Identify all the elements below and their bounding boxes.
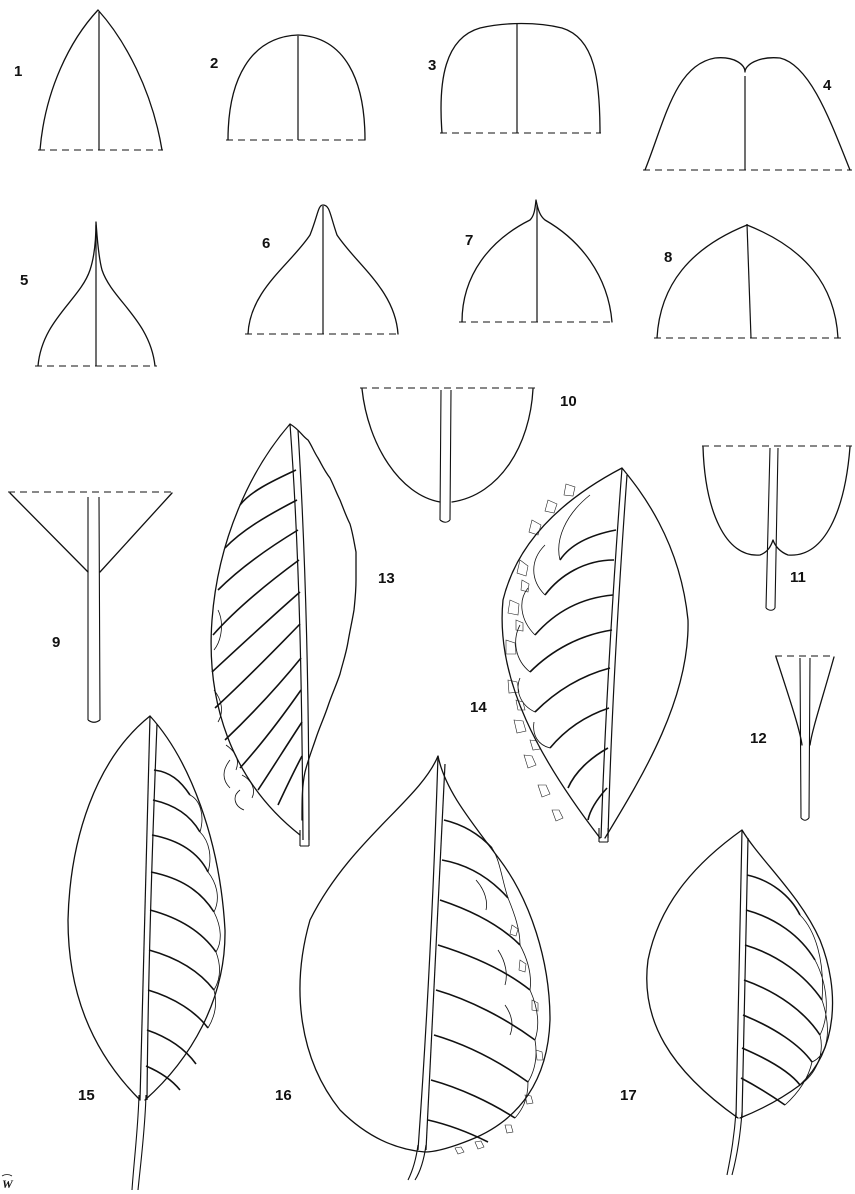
figure-label-15: 15 xyxy=(78,1087,95,1104)
figure-label-1: 1 xyxy=(14,63,22,80)
figure-label-8: 8 xyxy=(664,249,672,266)
figure-label-13: 13 xyxy=(378,570,395,587)
leaf-15-elliptic xyxy=(68,716,225,1190)
leaf-apex-3 xyxy=(440,24,601,134)
leaf-14-reticulate xyxy=(502,468,688,842)
figure-label-2: 2 xyxy=(210,55,218,72)
figure-label-6: 6 xyxy=(262,235,270,252)
leaf-apex-7 xyxy=(459,200,615,322)
figure-label-12: 12 xyxy=(750,730,767,747)
leaf-base-10 xyxy=(360,388,535,522)
figure-label-7: 7 xyxy=(465,232,473,249)
signature-mark: W xyxy=(2,1177,14,1191)
figure-label-17: 17 xyxy=(620,1087,637,1104)
leaf-apex-1 xyxy=(38,10,163,150)
leaf-apex-5 xyxy=(35,222,157,366)
leaf-apex-4 xyxy=(643,58,852,170)
leaf-17-broad xyxy=(647,830,833,1175)
figure-label-9: 9 xyxy=(52,634,60,651)
figure-label-16: 16 xyxy=(275,1087,292,1104)
figure-label-14: 14 xyxy=(470,699,487,716)
artist-signature: W xyxy=(2,1175,14,1192)
leaf-apex-8 xyxy=(654,224,841,338)
figure-label-10: 10 xyxy=(560,393,577,410)
leaf-base-12 xyxy=(775,656,835,820)
leaf-apex-6 xyxy=(245,205,400,334)
leaf-apex-2 xyxy=(226,35,366,140)
figure-label-5: 5 xyxy=(20,272,28,289)
leaf-16-ovate xyxy=(300,756,550,1180)
figure-label-4: 4 xyxy=(823,77,832,94)
figure-label-11: 11 xyxy=(790,569,806,586)
figure-label-3: 3 xyxy=(428,57,436,74)
leaf-13-serrate xyxy=(211,424,356,846)
leaf-base-11 xyxy=(702,446,852,610)
leaf-base-9 xyxy=(8,492,175,722)
